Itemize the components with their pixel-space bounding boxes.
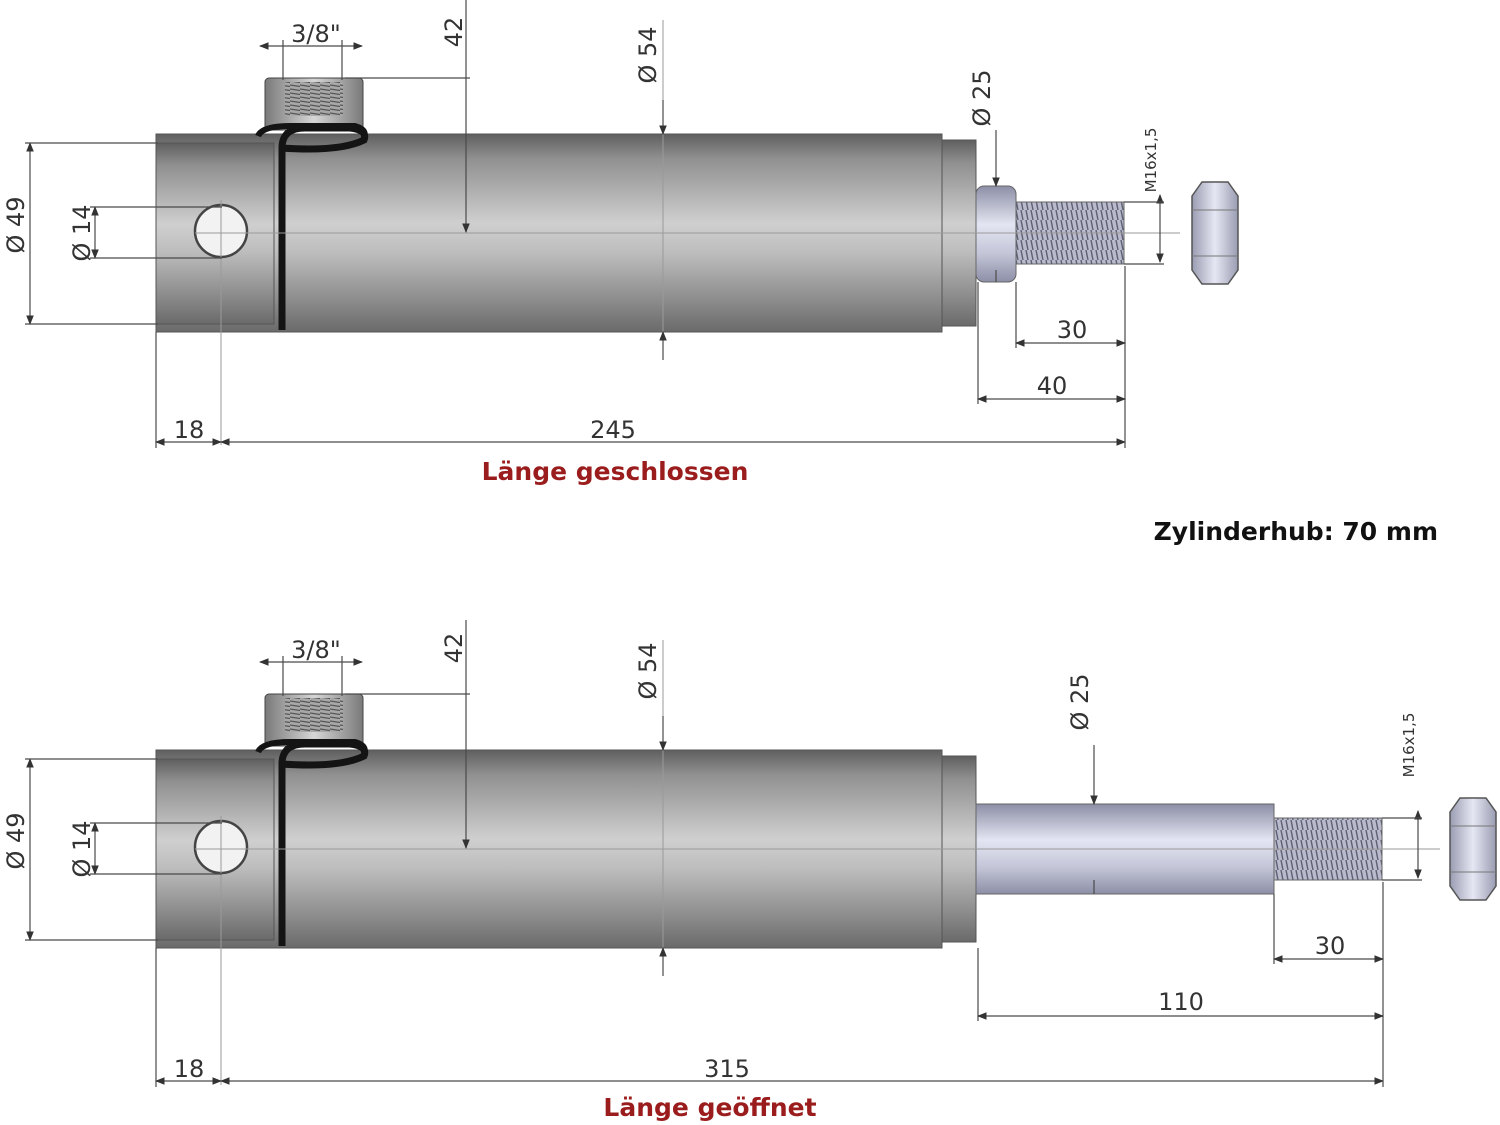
fitting-thread (285, 82, 343, 116)
dim-eye-offset: 18 (174, 1055, 205, 1083)
hex-nut (1191, 181, 1239, 285)
dim-eye-diameter: Ø 14 (68, 820, 96, 877)
stroke-label: Zylinderhub: 70 mm (1154, 517, 1438, 546)
fitting-thread (285, 698, 343, 732)
caption-open: Länge geöffnet (603, 1093, 816, 1122)
dim-thread: M16x1,5 (1142, 128, 1160, 193)
dim-port-height: 42 (440, 633, 468, 664)
dim-body-diameter: Ø 54 (634, 26, 662, 83)
dim-rod-length: 40 (1037, 372, 1068, 400)
dim-outer-diameter: Ø 49 (2, 812, 30, 869)
dim-body-diameter: Ø 54 (634, 642, 662, 699)
dim-eye-offset: 18 (174, 416, 205, 444)
dim-outer-diameter: Ø 49 (2, 196, 30, 253)
dim-rod-diameter: Ø 25 (968, 69, 996, 126)
dim-port-size: 3/8" (291, 20, 341, 48)
hex-nut (1449, 797, 1497, 901)
dim-thread: M16x1,5 (1400, 713, 1418, 778)
dim-length-open: 315 (704, 1055, 750, 1083)
dim-rod-diameter: Ø 25 (1066, 673, 1094, 730)
dim-length-closed: 245 (590, 416, 636, 444)
dim-port-size: 3/8" (291, 636, 341, 664)
caption-closed: Länge geschlossen (482, 457, 749, 486)
dim-thread-length: 30 (1057, 316, 1088, 344)
open-view: 3/8" 42 Ø 54 Ø 25 M16x1,5 Ø 49 Ø 14 18 (2, 620, 1497, 1122)
dim-rod-length: 110 (1158, 988, 1204, 1016)
piston-rod (975, 185, 1017, 283)
dim-eye-diameter: Ø 14 (68, 204, 96, 261)
closed-view: 3/8" 42 Ø 54 Ø 25 M16x1,5 Ø 49 Ø 14 18 (2, 0, 1239, 486)
dim-port-height: 42 (440, 17, 468, 48)
dim-thread-length: 30 (1315, 932, 1346, 960)
